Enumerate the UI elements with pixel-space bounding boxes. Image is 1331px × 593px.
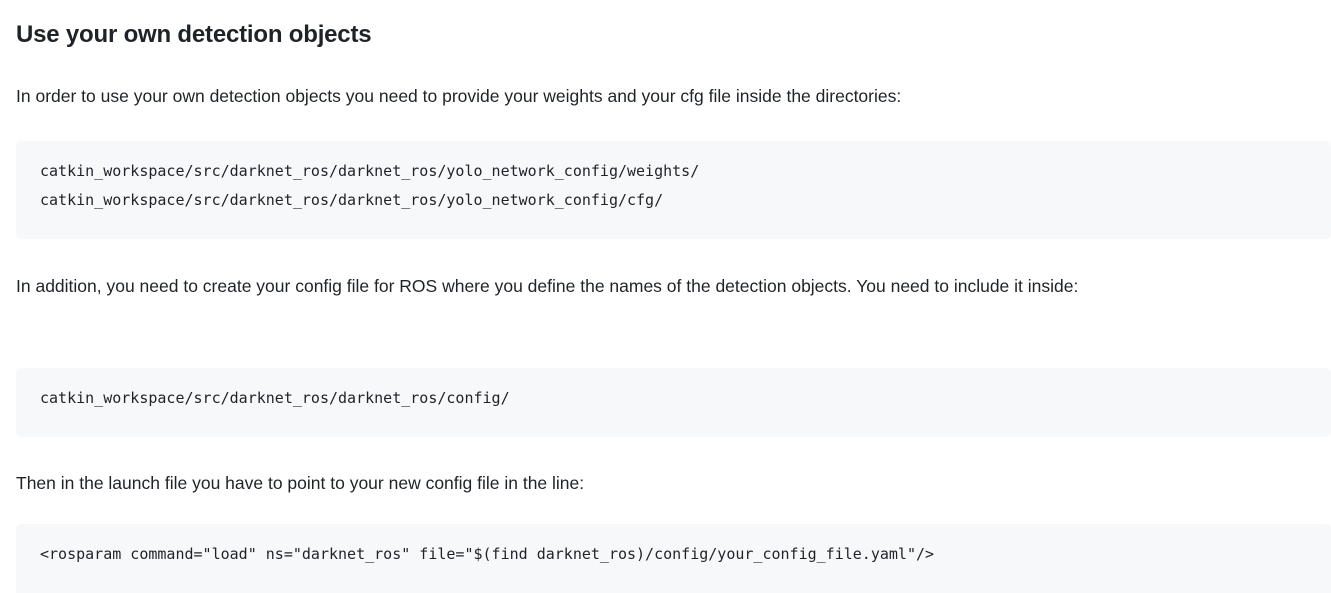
code-line: catkin_workspace/src/darknet_ros/darknet… [40, 162, 700, 180]
page-title: Use your own detection objects [16, 21, 372, 48]
code-line: catkin_workspace/src/darknet_ros/darknet… [40, 191, 664, 210]
intro-paragraph: In order to use your own detection objec… [16, 86, 902, 106]
code-block-ros-config-directory: catkin_workspace/src/darknet_ros/darknet… [16, 368, 1331, 437]
code-block-launch-file-rosparam: <rosparam command="load" ns="darknet_ros… [16, 524, 1331, 593]
code-line: catkin_workspace/src/darknet_ros/darknet… [40, 389, 510, 407]
code-line: <rosparam command="load" ns="darknet_ros… [40, 545, 935, 563]
config-paragraph: In addition, you need to create your con… [16, 276, 1079, 296]
launch-paragraph: Then in the launch file you have to poin… [16, 473, 585, 493]
code-block-network-config-directories: catkin_workspace/src/darknet_ros/darknet… [16, 141, 1331, 239]
